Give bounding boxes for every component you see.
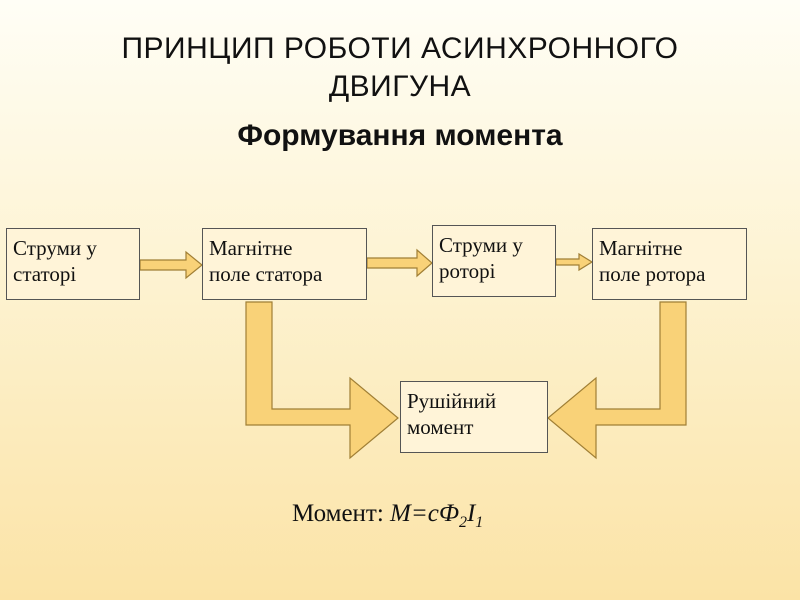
arrow-stator-field-to-rotor-currents bbox=[366, 248, 433, 278]
block-stator-field: Магнітне поле статора bbox=[202, 228, 367, 300]
arrow-stator-field-to-torque bbox=[245, 301, 399, 460]
title-line-1: ПРИНЦИП РОБОТИ АСИНХРОННОГО bbox=[121, 32, 679, 65]
block-rotor-field: Магнітне поле ротора bbox=[592, 228, 747, 300]
torque-formula: Момент: M=cФ2I1 bbox=[292, 500, 483, 532]
arrow-rotor-currents-to-field bbox=[555, 252, 594, 272]
formula-label: Момент: bbox=[292, 500, 384, 527]
block-torque: Рушійний момент bbox=[400, 381, 548, 453]
title-line-2: ДВИГУНА bbox=[328, 70, 472, 103]
slide-title: ПРИНЦИП РОБОТИ АСИНХРОННОГО ДВИГУНА bbox=[0, 30, 800, 106]
slide-subtitle: Формування момента bbox=[237, 119, 563, 152]
block-rotor-currents: Струми у роторі bbox=[432, 225, 556, 297]
arrow-rotor-field-to-torque bbox=[547, 301, 687, 460]
block-stator-currents: Струми у статорі bbox=[6, 228, 140, 300]
formula-expression: M=cФ2I1 bbox=[390, 500, 484, 531]
arrow-stator-currents-to-field bbox=[139, 250, 203, 280]
